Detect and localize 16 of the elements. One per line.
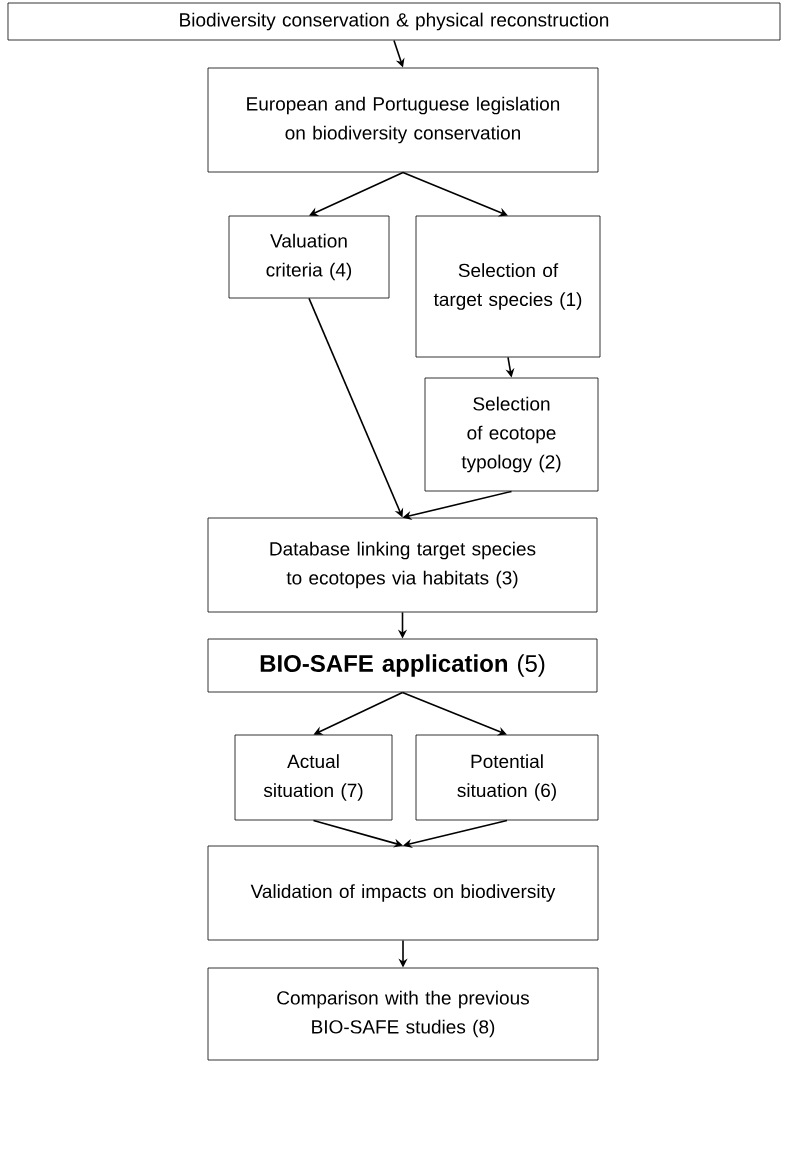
arrow <box>403 819 508 848</box>
arrow <box>401 691 507 736</box>
process-box: Actual situation (7) <box>234 734 393 821</box>
process-box: Database linking target species to ecotopes via habitats (3) <box>207 517 598 613</box>
process-box: Selection of ecotope typology (2) <box>424 377 599 492</box>
process-box: Validation of impacts on biodiversity <box>207 845 599 941</box>
process-box: Biodiversity conservation & physical reconstruction <box>7 2 781 41</box>
process-box: Potential situation (6) <box>415 734 599 821</box>
process-box: BIO-SAFE application (5) <box>207 638 598 693</box>
arrow <box>312 819 403 848</box>
arrow <box>309 171 404 216</box>
arrow <box>402 171 508 217</box>
process-box: European and Portuguese legislation on biodiversity conservation <box>207 67 599 173</box>
process-box: Valuation criteria (4) <box>228 215 390 299</box>
process-box: Comparison with the previous BIO-SAFE studies (8) <box>207 967 599 1061</box>
process-box: Selection of target species (1) <box>415 215 601 358</box>
